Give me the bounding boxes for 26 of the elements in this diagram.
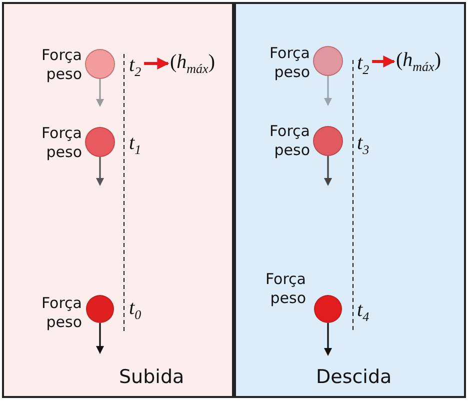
force-label: Força peso bbox=[264, 270, 306, 308]
ball bbox=[313, 46, 343, 76]
ball bbox=[314, 295, 342, 323]
force-label: Força peso bbox=[40, 294, 82, 332]
height-label: (h$_{máx}$) bbox=[396, 49, 442, 78]
force-label: Força peso bbox=[268, 44, 310, 82]
panel bbox=[2, 2, 234, 398]
time-label: t$_{1}$ bbox=[129, 132, 142, 159]
force-label: Força peso bbox=[268, 122, 310, 160]
panel bbox=[234, 2, 466, 398]
panel-title: Subida bbox=[119, 366, 184, 388]
height-label: (h$_{máx}$) bbox=[170, 51, 216, 80]
force-label: Força peso bbox=[40, 124, 82, 162]
force-label: Força peso bbox=[40, 46, 82, 84]
arrow bbox=[144, 58, 170, 70]
arrow bbox=[372, 56, 396, 68]
ball bbox=[86, 295, 114, 323]
ball bbox=[313, 126, 343, 156]
ball bbox=[85, 127, 115, 157]
panel-title: Descida bbox=[316, 366, 392, 388]
time-label: t$_{4}$ bbox=[357, 299, 370, 326]
time-label: t$_{2}$ bbox=[357, 52, 370, 81]
time-label: t$_{0}$ bbox=[129, 297, 142, 324]
ball bbox=[85, 49, 115, 79]
time-label: t$_{2}$ bbox=[129, 54, 142, 83]
time-label: t$_{3}$ bbox=[357, 132, 370, 159]
